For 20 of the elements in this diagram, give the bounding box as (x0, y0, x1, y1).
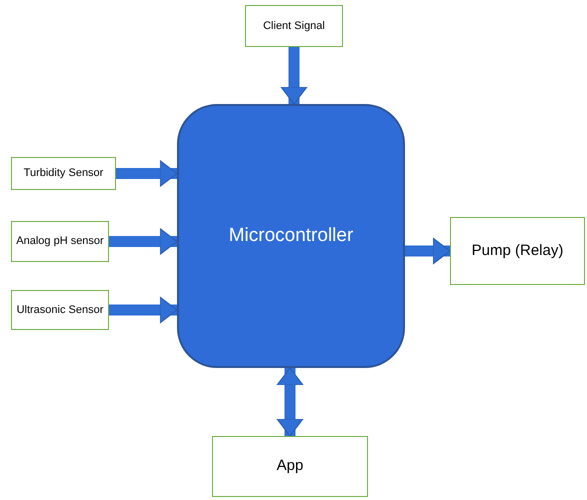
block-arrow (109, 296, 178, 324)
block-arrow (280, 47, 308, 104)
block-label: Client Signal (263, 18, 325, 34)
block-arrow (116, 160, 178, 187)
block-label: Turbidity Sensor (24, 166, 104, 181)
block-label: Ultrasonic Sensor (16, 302, 104, 318)
block-arrow (109, 228, 178, 255)
component-box (11, 157, 116, 190)
block-label: Analog pH sensor (16, 234, 104, 249)
component-box (11, 290, 109, 330)
microcontroller-block (177, 104, 405, 368)
block-arrow (405, 238, 450, 264)
component-box (245, 5, 343, 47)
block-label: App (276, 456, 304, 476)
component-box (450, 217, 585, 285)
block-arrow (276, 368, 304, 436)
block-label: Pump (Relay) (472, 240, 564, 261)
component-box (212, 436, 368, 497)
block-label: Microcontroller (228, 224, 354, 248)
component-box (11, 221, 109, 262)
